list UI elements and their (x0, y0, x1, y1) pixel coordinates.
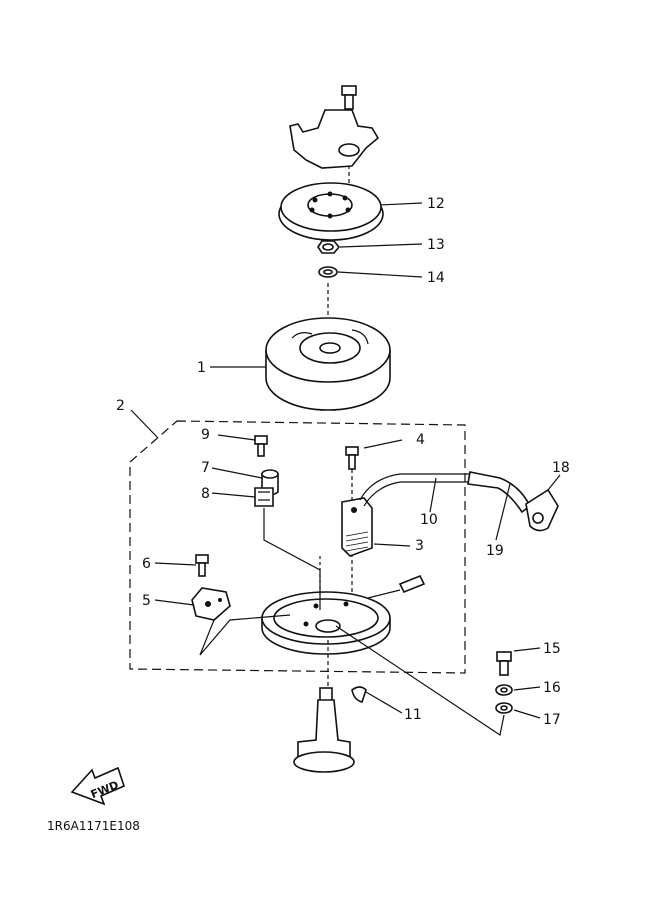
callout-17: 17 (543, 712, 561, 728)
nut-13 (317, 240, 341, 254)
callout-2: 2 (116, 398, 125, 414)
callout-6: 6 (142, 556, 151, 572)
callout-15: 15 (543, 641, 561, 657)
screw-6 (195, 554, 209, 577)
callout-7: 7 (201, 460, 210, 476)
shaft-stand (293, 640, 355, 773)
callout-3: 3 (415, 538, 424, 554)
callout-19: 19 (486, 543, 504, 559)
fwd-arrow-icon: FWD (70, 766, 125, 806)
high-tension-cable (359, 471, 559, 532)
plug-8 (254, 487, 274, 507)
flywheel (265, 317, 391, 411)
callout-9: 9 (201, 427, 210, 443)
assembly-boundary (129, 420, 466, 674)
drawing-code: 1R6A1171E108 (47, 819, 140, 833)
callout-12: 12 (427, 196, 445, 212)
pulser-coil (191, 587, 231, 621)
top-bolt (341, 85, 357, 218)
callout-4: 4 (416, 432, 425, 448)
pulley-disk (278, 182, 384, 241)
washer-14 (318, 266, 338, 278)
callout-16: 16 (543, 680, 561, 696)
callout-8: 8 (201, 486, 210, 502)
callout-1: 1 (197, 360, 206, 376)
callout-5: 5 (142, 593, 151, 609)
leader-lines (130, 202, 561, 736)
callout-labels: 1 2 3 4 5 6 7 8 9 10 11 12 13 14 15 16 1… (116, 196, 570, 728)
screw-9 (254, 435, 268, 457)
washer-16 (495, 684, 513, 696)
washer-17 (495, 702, 513, 714)
callout-13: 13 (427, 237, 445, 253)
bolt-15 (496, 651, 512, 676)
callout-14: 14 (427, 270, 445, 286)
starter-bracket (289, 109, 380, 169)
stator-base (261, 574, 426, 655)
ignition-coil (341, 497, 373, 557)
callout-11: 11 (404, 707, 422, 723)
callout-18: 18 (552, 460, 570, 476)
key-11 (351, 686, 367, 703)
callout-10: 10 (420, 512, 438, 528)
